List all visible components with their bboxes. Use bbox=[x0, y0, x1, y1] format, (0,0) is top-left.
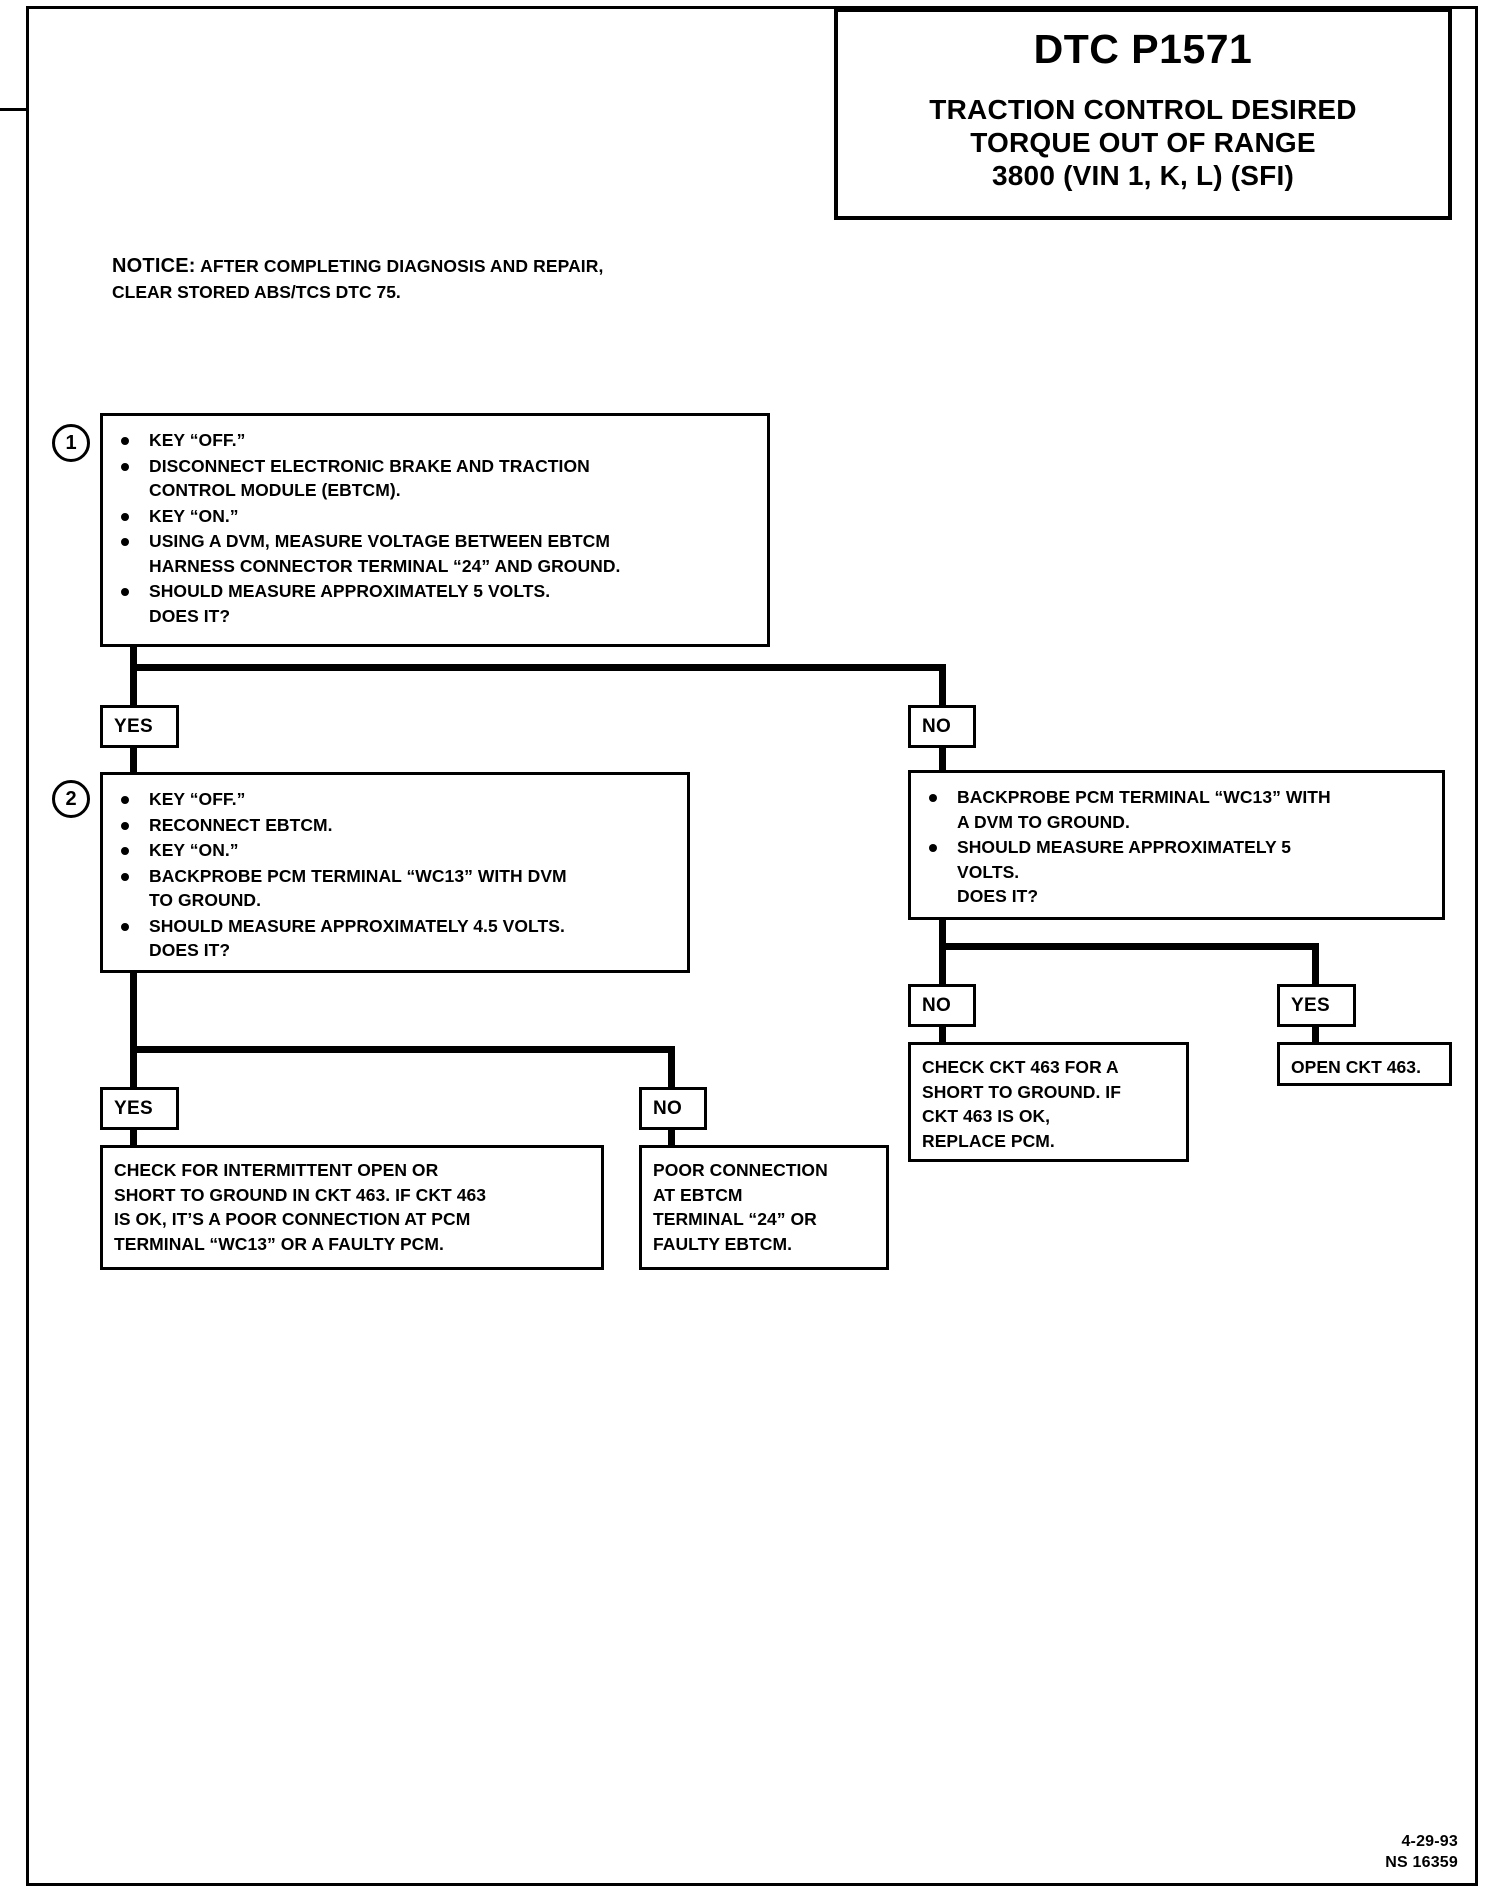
answer-tag-branch-no[interactable]: NO bbox=[908, 984, 976, 1027]
answer-tag-step2-no[interactable]: NO bbox=[639, 1087, 707, 1130]
connector-branch-no-to-result bbox=[939, 1025, 946, 1047]
notice-text-line-1: AFTER COMPLETING DIAGNOSIS AND REPAIR, bbox=[200, 256, 604, 276]
notice-line-1: NOTICE: AFTER COMPLETING DIAGNOSIS AND R… bbox=[112, 252, 812, 280]
footer-document-id: NS 16359 bbox=[1385, 1854, 1458, 1872]
dtc-engine-application: 3800 (VIN 1, K, L) (SFI) bbox=[992, 160, 1294, 192]
list-item: KEY “ON.” bbox=[115, 838, 677, 863]
list-item: KEY “OFF.” bbox=[115, 787, 677, 812]
step-1-bullet-list: KEY “OFF.” DISCONNECT ELECTRONIC BRAKE A… bbox=[103, 416, 767, 639]
footer-block: 4-29-93 NS 16359 bbox=[1385, 1831, 1458, 1874]
connector-step2-no-down bbox=[668, 1046, 675, 1090]
connector-step2-horizontal bbox=[130, 1046, 675, 1053]
list-item: RECONNECT EBTCM. bbox=[115, 813, 677, 838]
list-item: BACKPROBE PCM TERMINAL “WC13” WITH A DVM… bbox=[923, 785, 1432, 834]
answer-tag-step2-yes[interactable]: YES bbox=[100, 1087, 179, 1130]
dtc-description-line-2: TORQUE OUT OF RANGE bbox=[970, 127, 1316, 159]
step-number-1: 1 bbox=[52, 424, 90, 462]
step-no-branch-box: BACKPROBE PCM TERMINAL “WC13” WITH A DVM… bbox=[908, 770, 1445, 920]
answer-tag-step1-no-label: NO bbox=[922, 715, 952, 737]
dtc-description: TRACTION CONTROL DESIRED TORQUE OUT OF R… bbox=[838, 93, 1448, 192]
step-2-box: KEY “OFF.” RECONNECT EBTCM. KEY “ON.” BA… bbox=[100, 772, 690, 973]
connector-branch-yes-to-result bbox=[1312, 1025, 1319, 1047]
connector-branch-horizontal bbox=[939, 943, 1319, 950]
page-edge-tick bbox=[0, 108, 26, 111]
connector-step2-yes-down bbox=[130, 1046, 137, 1090]
result-step2-yes-box: CHECK FOR INTERMITTENT OPEN OR SHORT TO … bbox=[100, 1145, 604, 1270]
step-1-box: KEY “OFF.” DISCONNECT ELECTRONIC BRAKE A… bbox=[100, 413, 770, 647]
connector-step1-horizontal bbox=[130, 664, 946, 671]
connector-step1-yes-down bbox=[130, 664, 137, 708]
result-branch-no-text: CHECK CKT 463 FOR A SHORT TO GROUND. IF … bbox=[922, 1057, 1121, 1151]
connector-step1-no-down bbox=[939, 664, 946, 708]
page-border bbox=[26, 6, 1478, 1886]
list-item: DISCONNECT ELECTRONIC BRAKE AND TRACTION… bbox=[115, 454, 757, 503]
answer-tag-branch-no-label: NO bbox=[922, 994, 952, 1016]
result-branch-yes-box: OPEN CKT 463. bbox=[1277, 1042, 1452, 1086]
list-item: SHOULD MEASURE APPROXIMATELY 5 VOLTS. DO… bbox=[115, 579, 757, 628]
answer-tag-step2-yes-label: YES bbox=[114, 1097, 153, 1119]
answer-tag-step2-no-label: NO bbox=[653, 1097, 683, 1119]
connector-yes-to-step2 bbox=[130, 746, 137, 776]
dtc-description-line-1: TRACTION CONTROL DESIRED bbox=[929, 94, 1357, 126]
connector-step2-no-to-result bbox=[668, 1128, 675, 1150]
list-item: BACKPROBE PCM TERMINAL “WC13” WITH DVM T… bbox=[115, 864, 677, 913]
notice-text-line-2: CLEAR STORED ABS/TCS DTC 75. bbox=[112, 282, 401, 303]
step-number-2: 2 bbox=[52, 780, 90, 818]
answer-tag-step1-yes[interactable]: YES bbox=[100, 705, 179, 748]
result-branch-no-box: CHECK CKT 463 FOR A SHORT TO GROUND. IF … bbox=[908, 1042, 1189, 1162]
result-step2-no-box: POOR CONNECTION AT EBTCM TERMINAL “24” O… bbox=[639, 1145, 889, 1270]
list-item: SHOULD MEASURE APPROXIMATELY 5 VOLTS. DO… bbox=[923, 835, 1432, 909]
result-step2-yes-text: CHECK FOR INTERMITTENT OPEN OR SHORT TO … bbox=[114, 1160, 487, 1254]
title-block: DTC P1571 TRACTION CONTROL DESIRED TORQU… bbox=[834, 8, 1452, 220]
list-item: KEY “ON.” bbox=[115, 504, 757, 529]
step-no-branch-bullet-list: BACKPROBE PCM TERMINAL “WC13” WITH A DVM… bbox=[911, 773, 1442, 920]
result-step2-no-text: POOR CONNECTION AT EBTCM TERMINAL “24” O… bbox=[653, 1160, 828, 1254]
notice-block: NOTICE: AFTER COMPLETING DIAGNOSIS AND R… bbox=[112, 252, 812, 305]
connector-branch-yes-down bbox=[1312, 943, 1319, 987]
connector-branch-down bbox=[939, 920, 946, 950]
list-item: KEY “OFF.” bbox=[115, 428, 757, 453]
answer-tag-step1-no[interactable]: NO bbox=[908, 705, 976, 748]
list-item: SHOULD MEASURE APPROXIMATELY 4.5 VOLTS. … bbox=[115, 914, 677, 963]
notice-label: NOTICE: bbox=[112, 255, 196, 277]
connector-branch-no-down bbox=[939, 943, 946, 987]
answer-tag-step1-yes-label: YES bbox=[114, 715, 153, 737]
answer-tag-branch-yes[interactable]: YES bbox=[1277, 984, 1356, 1027]
result-branch-yes-text: OPEN CKT 463. bbox=[1291, 1057, 1421, 1077]
step-number-1-label: 1 bbox=[65, 431, 77, 454]
dtc-code: DTC P1571 bbox=[1033, 26, 1253, 72]
answer-tag-branch-yes-label: YES bbox=[1291, 994, 1330, 1016]
connector-no-to-branch bbox=[939, 746, 946, 772]
connector-step1-down bbox=[130, 647, 137, 671]
footer-date: 4-29-93 bbox=[1401, 1832, 1458, 1850]
list-item: USING A DVM, MEASURE VOLTAGE BETWEEN EBT… bbox=[115, 529, 757, 578]
connector-step2-yes-to-result bbox=[130, 1128, 137, 1150]
step-number-2-label: 2 bbox=[65, 787, 77, 810]
step-2-bullet-list: KEY “OFF.” RECONNECT EBTCM. KEY “ON.” BA… bbox=[103, 775, 687, 974]
connector-step2-down bbox=[130, 973, 137, 1053]
